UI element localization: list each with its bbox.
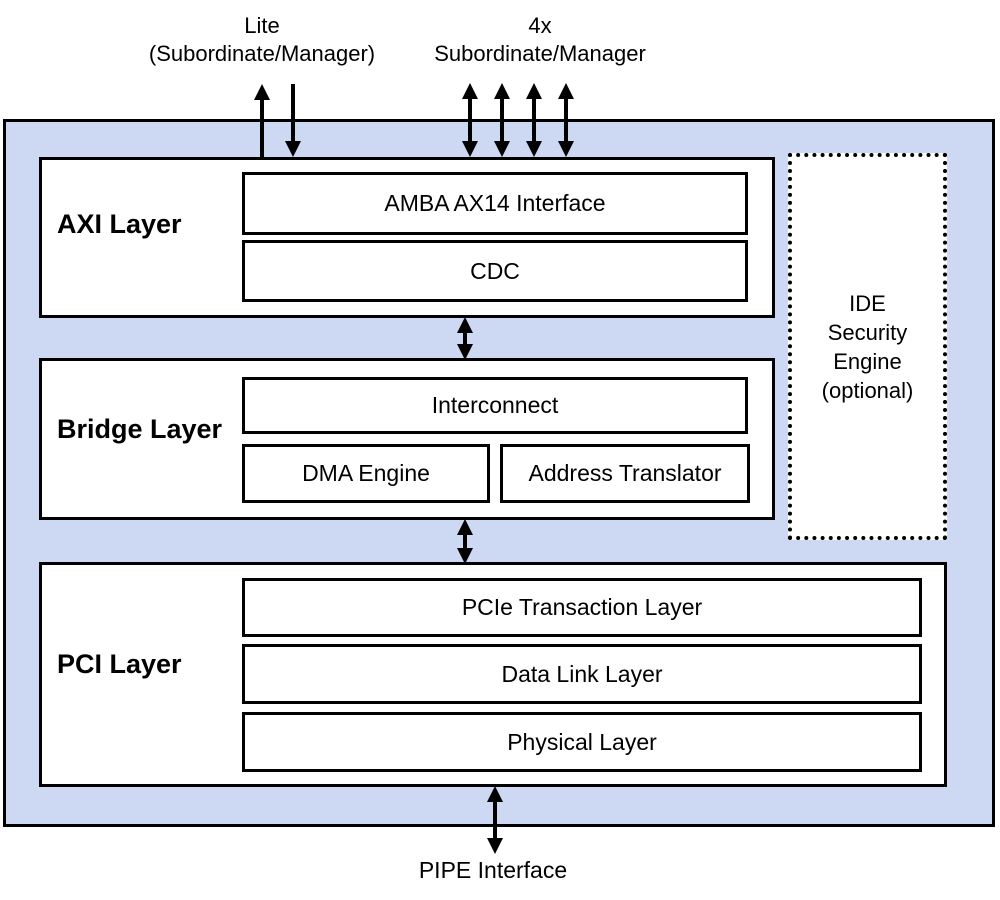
ide-security-engine-box: IDE Security Engine (optional) bbox=[788, 153, 947, 540]
ide-line-1: IDE bbox=[849, 290, 886, 316]
arrow-shaft bbox=[463, 330, 467, 347]
arrow-shaft bbox=[493, 799, 497, 841]
arrow-down-head-icon bbox=[285, 141, 301, 157]
axi-bridge-arrow bbox=[457, 317, 473, 360]
lite-port-label: Lite (Subordinate/Manager) bbox=[82, 12, 442, 68]
pci-layer-label: PCI Layer bbox=[57, 649, 182, 679]
arrow-shaft bbox=[532, 96, 536, 144]
arrow-down-head-icon bbox=[526, 141, 542, 157]
4x-port-label-line1: 4x bbox=[528, 13, 552, 38]
lite-port-label-line1: Lite bbox=[244, 13, 280, 38]
lite-port-label-line2: (Subordinate/Manager) bbox=[148, 41, 376, 66]
4x-port-label-line2: Subordinate/Manager bbox=[434, 41, 646, 66]
4x-port-arrow-4 bbox=[558, 83, 574, 157]
4x-port-label: 4x Subordinate/Manager bbox=[360, 12, 720, 68]
amba-axi4-interface-block: AMBA AX14 Interface bbox=[242, 172, 748, 235]
arrow-up-head-icon bbox=[558, 83, 574, 99]
arrow-down-head-icon bbox=[462, 141, 478, 157]
pipe-interface-arrow bbox=[487, 786, 503, 854]
axi-layer-label: AXI Layer bbox=[57, 209, 182, 239]
arrow-down-head-icon bbox=[487, 838, 503, 854]
cdc-block: CDC bbox=[242, 240, 748, 302]
arrow-shaft bbox=[291, 84, 295, 144]
ide-line-3: Engine bbox=[833, 348, 902, 374]
pipe-interface-label: PIPE Interface bbox=[418, 857, 568, 883]
arrow-down-head-icon bbox=[494, 141, 510, 157]
ide-line-2: Security bbox=[827, 319, 908, 345]
arrow-up-head-icon bbox=[494, 83, 510, 99]
arrow-up-head-icon bbox=[462, 83, 478, 99]
arrow-shaft bbox=[500, 96, 504, 144]
ide-line-4: (optional) bbox=[821, 377, 914, 403]
4x-port-arrow-1 bbox=[462, 83, 478, 157]
arrow-up-head-icon bbox=[487, 786, 503, 802]
bridge-layer-label: Bridge Layer bbox=[57, 414, 223, 444]
arrow-shaft bbox=[260, 97, 264, 157]
lite-outbound-arrow bbox=[254, 84, 270, 157]
arrow-up-head-icon bbox=[457, 317, 473, 333]
lite-inbound-arrow bbox=[285, 84, 301, 157]
bridge-pci-arrow bbox=[457, 519, 473, 564]
interconnect-block: Interconnect bbox=[242, 377, 748, 434]
arrow-shaft bbox=[468, 96, 472, 144]
data-link-layer-block: Data Link Layer bbox=[242, 644, 922, 704]
arrow-shaft bbox=[564, 96, 568, 144]
arrow-up-head-icon bbox=[526, 83, 542, 99]
dma-engine-block: DMA Engine bbox=[242, 444, 490, 503]
physical-layer-block: Physical Layer bbox=[242, 712, 922, 772]
pcie-transaction-layer-block: PCIe Transaction Layer bbox=[242, 578, 922, 637]
4x-port-arrow-3 bbox=[526, 83, 542, 157]
arrow-up-head-icon bbox=[254, 84, 270, 100]
arrow-shaft bbox=[463, 532, 467, 551]
arrow-up-head-icon bbox=[457, 519, 473, 535]
4x-port-arrow-2 bbox=[494, 83, 510, 157]
arrow-down-head-icon bbox=[457, 548, 473, 564]
arrow-down-head-icon bbox=[558, 141, 574, 157]
arrow-down-head-icon bbox=[457, 344, 473, 360]
address-translator-block: Address Translator bbox=[500, 444, 750, 503]
